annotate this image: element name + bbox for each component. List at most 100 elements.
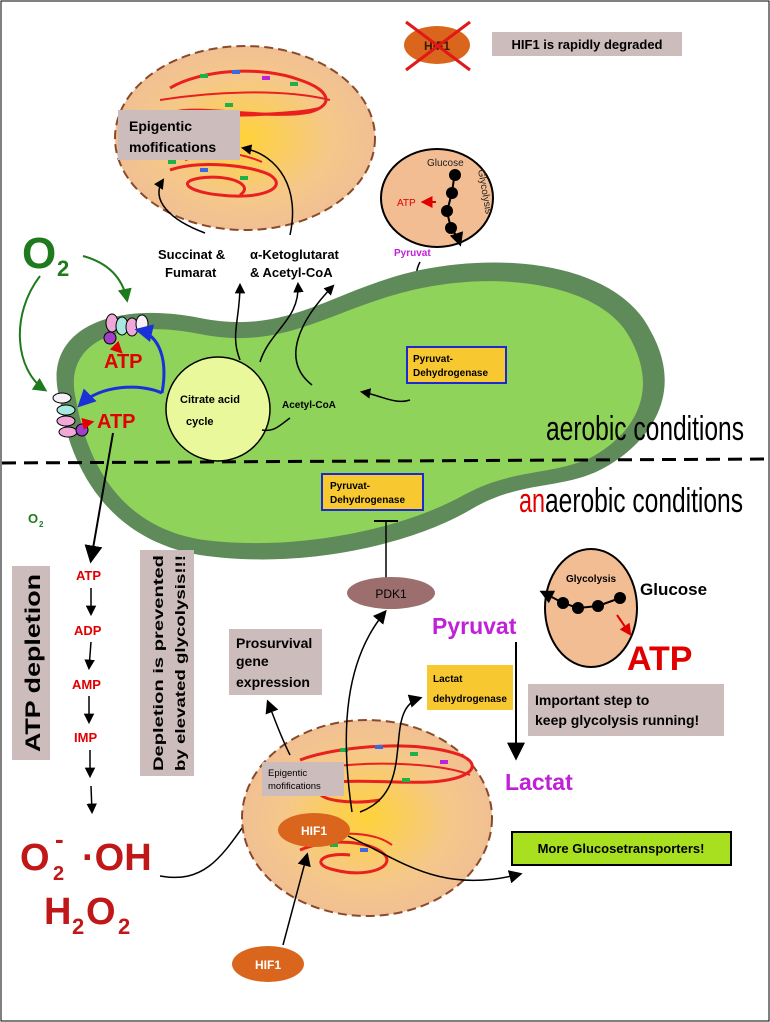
arrow-cycle-to-succinat <box>234 282 246 361</box>
glycolysis-node <box>557 597 569 609</box>
glycolysis-node <box>446 187 458 199</box>
chromatin-strand-3 <box>169 163 278 198</box>
atp-depletion-box <box>12 566 50 760</box>
pyruvat-bottom-label: Pyruvat <box>432 613 517 639</box>
cell-top-glycolysis: Glucose Glycolysis ATP Pyruvat <box>380 148 494 259</box>
glycolysis-bottom-end-arrow <box>539 590 556 604</box>
superoxide-superscript: - <box>55 824 64 854</box>
o2-big-subscript: 2 <box>57 256 69 281</box>
ketoglutarat-line2: & Acetyl-CoA <box>250 265 333 280</box>
synthase-subunit <box>52 392 72 404</box>
glycolysis-node <box>614 592 626 604</box>
epigenetic-top-box <box>118 110 240 160</box>
epigenetic-bottom-line1: Epigentic <box>268 768 307 779</box>
histone-mark <box>225 103 233 107</box>
blue-arrow-top <box>134 324 166 394</box>
prosurvival-box <box>229 629 322 695</box>
prosurvival-line3: expression <box>236 674 310 690</box>
synthase-subunit <box>58 426 78 438</box>
depletion-step-atp: ATP <box>76 568 101 583</box>
hif1-outside-label: HIF1 <box>255 958 281 972</box>
h2o2-o: O <box>86 891 116 933</box>
histone-mark <box>232 70 240 74</box>
glucose-bottom-label: Glucose <box>640 580 707 599</box>
nucleus-top: Epigentic mofifications <box>114 45 376 231</box>
citrate-line2: cycle <box>186 416 214 428</box>
citrate-cycle <box>165 356 271 462</box>
blue-arrow-left <box>77 385 163 408</box>
hif1-degraded-text: HIF1 is rapidly degraded <box>512 37 663 52</box>
cell-bottom-glycolysis: Glycolysis <box>539 548 638 668</box>
nucleus-bottom: Epigentic mofifications HIF1 <box>241 719 493 917</box>
atp-bottom-red-arrow-cell <box>616 614 632 636</box>
important-line2: keep glycolysis running! <box>535 712 699 728</box>
hif1-nucleus-label: HIF1 <box>301 824 327 838</box>
succinat-line2: Fumarat <box>165 265 217 280</box>
arrow-hif1-into-nucleus <box>282 852 311 946</box>
nucleus-bottom-envelope <box>241 719 493 917</box>
hif1-degraded-box <box>492 32 682 56</box>
depletion-prevented-line2: by elevated glycolysis!!! <box>172 555 188 771</box>
glucosetransporters-box <box>511 831 732 866</box>
histone-mark <box>200 168 208 172</box>
atp-bottom-mito-label: ATP <box>97 411 136 433</box>
pdh-top-line1: Pyruvat- <box>413 354 453 365</box>
epigenetic-top-line1: Epigentic <box>129 118 192 134</box>
hif1-degraded-group: HIF1 HIF1 is rapidly degraded <box>404 20 682 72</box>
o2-big-label: O <box>22 229 56 278</box>
epigenetic-bottom-box <box>262 762 344 796</box>
anaerobic-prefix: an <box>519 482 545 520</box>
prosurvival-line1: Prosurvival <box>236 635 312 651</box>
ketoglutarat-line1: α-Ketoglutarat <box>250 247 340 262</box>
lactat-dh-line2: dehydrogenase <box>433 694 507 705</box>
arrow-atp-down <box>84 432 114 564</box>
synthase-subunit <box>56 415 76 427</box>
superoxide-subscript: 2 <box>53 863 64 885</box>
prosurvival-line2: gene <box>236 653 269 669</box>
depletion-prevented-line1: Depletion is prevented <box>150 555 166 771</box>
synthase-subunit <box>56 404 76 416</box>
atp-bottom-big-label: ATP <box>627 640 692 678</box>
pdh-top-line2: Dehydrogenase <box>413 368 488 379</box>
atp-top-small-label: ATP <box>397 198 416 209</box>
histone-mark <box>360 848 368 852</box>
o2-arrow-to-atp-synthase-top <box>82 255 132 303</box>
h2o2-sub1: 2 <box>72 914 84 939</box>
arrow-to-prosurvival <box>265 699 291 756</box>
important-line1: Important step to <box>535 692 649 708</box>
o2-small-label: O <box>28 511 38 526</box>
epigenetic-top-line2: mofifications <box>129 139 216 155</box>
pdh-bottom-box <box>321 473 424 511</box>
arrow-succinat-to-nucleus <box>154 178 206 234</box>
glycolysis-node <box>445 222 457 234</box>
histone-mark <box>402 778 410 782</box>
citrate-line1: Citrate acid <box>180 394 240 406</box>
arrow-cycle-to-ketoglutarat <box>259 281 304 363</box>
atp-depletion-label: ATP depletion <box>22 574 45 752</box>
histone-mark <box>340 748 348 752</box>
depletion-step-adp: ADP <box>74 623 102 638</box>
histone-mark <box>375 745 383 749</box>
arrow-acetyl-to-metabolites <box>295 284 335 386</box>
glycolysis-node <box>592 600 604 612</box>
ros-species: O 2 - ·OH H 2 O 2 <box>20 824 152 939</box>
histone-mark <box>330 843 338 847</box>
depletion-arrow <box>86 785 97 815</box>
chromatin-strand-2 <box>159 91 331 101</box>
important-step-box <box>528 684 724 736</box>
arrow-to-lactat-dh <box>359 694 423 813</box>
epigenetic-bottom-line2: mofifications <box>268 781 321 792</box>
synthase-subunit <box>75 423 89 437</box>
glucose-top-label: Glucose <box>427 158 464 169</box>
pdh-bottom-line2: Dehydrogenase <box>330 495 405 506</box>
histone-mark <box>200 74 208 78</box>
pdh-top-box <box>406 346 507 384</box>
synthase-subunit <box>103 331 117 345</box>
atp-depletion-steps: ATP ADP AMP IMP <box>72 568 102 815</box>
h2o2-h: H <box>44 891 71 933</box>
aerobic-conditions-label: aerobic conditions <box>546 410 744 448</box>
lactat-dh-line1: Lactat <box>433 674 463 685</box>
glycolysis-top-end-arrow <box>449 231 464 247</box>
